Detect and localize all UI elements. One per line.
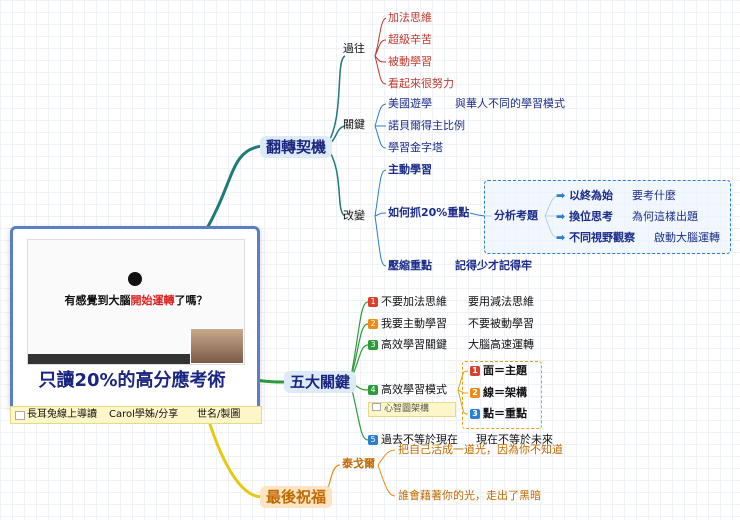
analyze-sub-1-label: 以終為始 (569, 189, 614, 202)
screen-title-post: 了嗎？ (174, 294, 208, 307)
number-5-icon: 5 (368, 435, 378, 445)
mindmap-note-tag: 心智圖架構 (368, 402, 456, 417)
footer-maker: 世名/製圖 (197, 409, 241, 420)
number-1-icon: 1 (470, 366, 480, 376)
center-card: 有感覺到大腦開始運轉了嗎？ 只讀20%的高分應考術 (10, 226, 260, 412)
past-item-2[interactable]: 超級辛苦 (388, 33, 432, 46)
key-list-item-2-label: 我要主動學習 (381, 317, 447, 330)
change-focus[interactable]: 如何抓20%重點 (388, 206, 470, 219)
key-item-3[interactable]: 學習金字塔 (388, 141, 443, 154)
key-item-1-note[interactable]: 與華人不同的學習模式 (455, 97, 565, 110)
key-item-1[interactable]: 美國遊學 (388, 97, 432, 110)
video-controls-bar[interactable] (28, 354, 244, 364)
analyze-sub-3-label: 不同視野觀察 (569, 231, 636, 244)
change-compress[interactable]: 壓縮重點 (388, 259, 432, 272)
analyze-sub-1-note[interactable]: 要考什麼 (632, 189, 676, 202)
key-item-2[interactable]: 諾貝爾得主比例 (388, 119, 465, 132)
mode-group-box (462, 361, 542, 429)
quote-line-1[interactable]: 把自己活成一道光，因為你不知道 (398, 443, 563, 456)
screen-title-highlight: 開始運轉 (130, 294, 175, 307)
footer-icon (15, 411, 25, 420)
change-compress-note[interactable]: 記得少才記得牢 (455, 259, 532, 272)
change-active[interactable]: 主動學習 (388, 163, 432, 176)
analyze-sub-1[interactable]: ➡ 以終為始 (556, 189, 613, 203)
quote-line-2[interactable]: 誰會藉著你的光，走出了黑暗 (398, 489, 541, 502)
mode-item-2-label: 線＝架構 (483, 386, 527, 399)
key-list-item-4-label: 高效學習模式 (381, 383, 447, 396)
analyze-sub-2-note[interactable]: 為何這樣出題 (632, 210, 698, 223)
arrow-right-icon: ➡ (556, 210, 566, 223)
branch-five-keys[interactable]: 五大關鍵 (284, 371, 357, 393)
branch-final-blessing[interactable]: 最後祝福 (260, 486, 333, 508)
mindmap-note-text: 心智圖架構 (384, 404, 430, 414)
node-tagore[interactable]: 泰戈爾 (342, 457, 375, 470)
analyze-sub-3[interactable]: ➡ 不同視野觀察 (556, 231, 635, 245)
footer-presenter: Carol學姊/分享 (109, 409, 179, 420)
number-3-icon: 3 (368, 340, 378, 350)
mode-item-1-label: 面＝主題 (483, 364, 527, 377)
presenter-thumbnail (190, 328, 244, 364)
past-item-4[interactable]: 看起來很努力 (388, 77, 454, 90)
key-list-item-1-note[interactable]: 要用減法思維 (468, 295, 534, 308)
key-list-item-3-label: 高效學習關鍵 (381, 338, 447, 351)
note-icon (372, 403, 381, 411)
center-footer: 長耳兔線上導讀 Carol學姊/分享 世名/製圖 (10, 406, 262, 424)
node-past[interactable]: 過往 (343, 42, 365, 55)
number-2-icon: 2 (470, 388, 480, 398)
number-2-icon: 2 (368, 319, 378, 329)
analyze-sub-3-note[interactable]: 啟動大腦運轉 (654, 231, 720, 244)
past-item-1[interactable]: 加法思維 (388, 11, 432, 24)
analyze-group-box (484, 180, 731, 254)
arrow-right-icon: ➡ (556, 231, 566, 244)
analyze-sub-2-label: 換位思考 (569, 210, 614, 223)
node-key[interactable]: 關鍵 (343, 118, 365, 131)
arrow-right-icon: ➡ (556, 189, 566, 202)
center-title: 只讀20%的高分應考術 (38, 370, 226, 391)
mode-item-3-label: 點＝重點 (483, 407, 527, 420)
analyze-sub-2[interactable]: ➡ 換位思考 (556, 210, 613, 224)
number-3-icon: 3 (470, 409, 480, 419)
key-list-item-3-note[interactable]: 大腦高速運轉 (468, 338, 534, 351)
footer-source: 長耳兔線上導讀 (27, 409, 97, 420)
key-list-item-5-note[interactable]: 現在不等於未來 (476, 433, 553, 446)
key-list-item-5-label: 過去不等於現在 (381, 433, 458, 446)
video-frame: 有感覺到大腦開始運轉了嗎？ (27, 239, 245, 365)
branch-flip-opportunity[interactable]: 翻轉契機 (260, 136, 333, 158)
key-list-item-2-note[interactable]: 不要被動學習 (468, 317, 534, 330)
screen-title: 有感覺到大腦開始運轉了嗎？ (28, 292, 244, 308)
screen-title-pre: 有感覺到大腦 (64, 294, 131, 307)
key-list-item-1-label: 不要加法思維 (381, 295, 447, 308)
brain-icon (128, 272, 142, 286)
node-analyze[interactable]: 分析考題 (494, 209, 538, 222)
number-1-icon: 1 (368, 297, 378, 307)
number-4-icon: 4 (368, 385, 378, 395)
past-item-3[interactable]: 被動學習 (388, 55, 432, 68)
node-change[interactable]: 改變 (343, 209, 365, 222)
